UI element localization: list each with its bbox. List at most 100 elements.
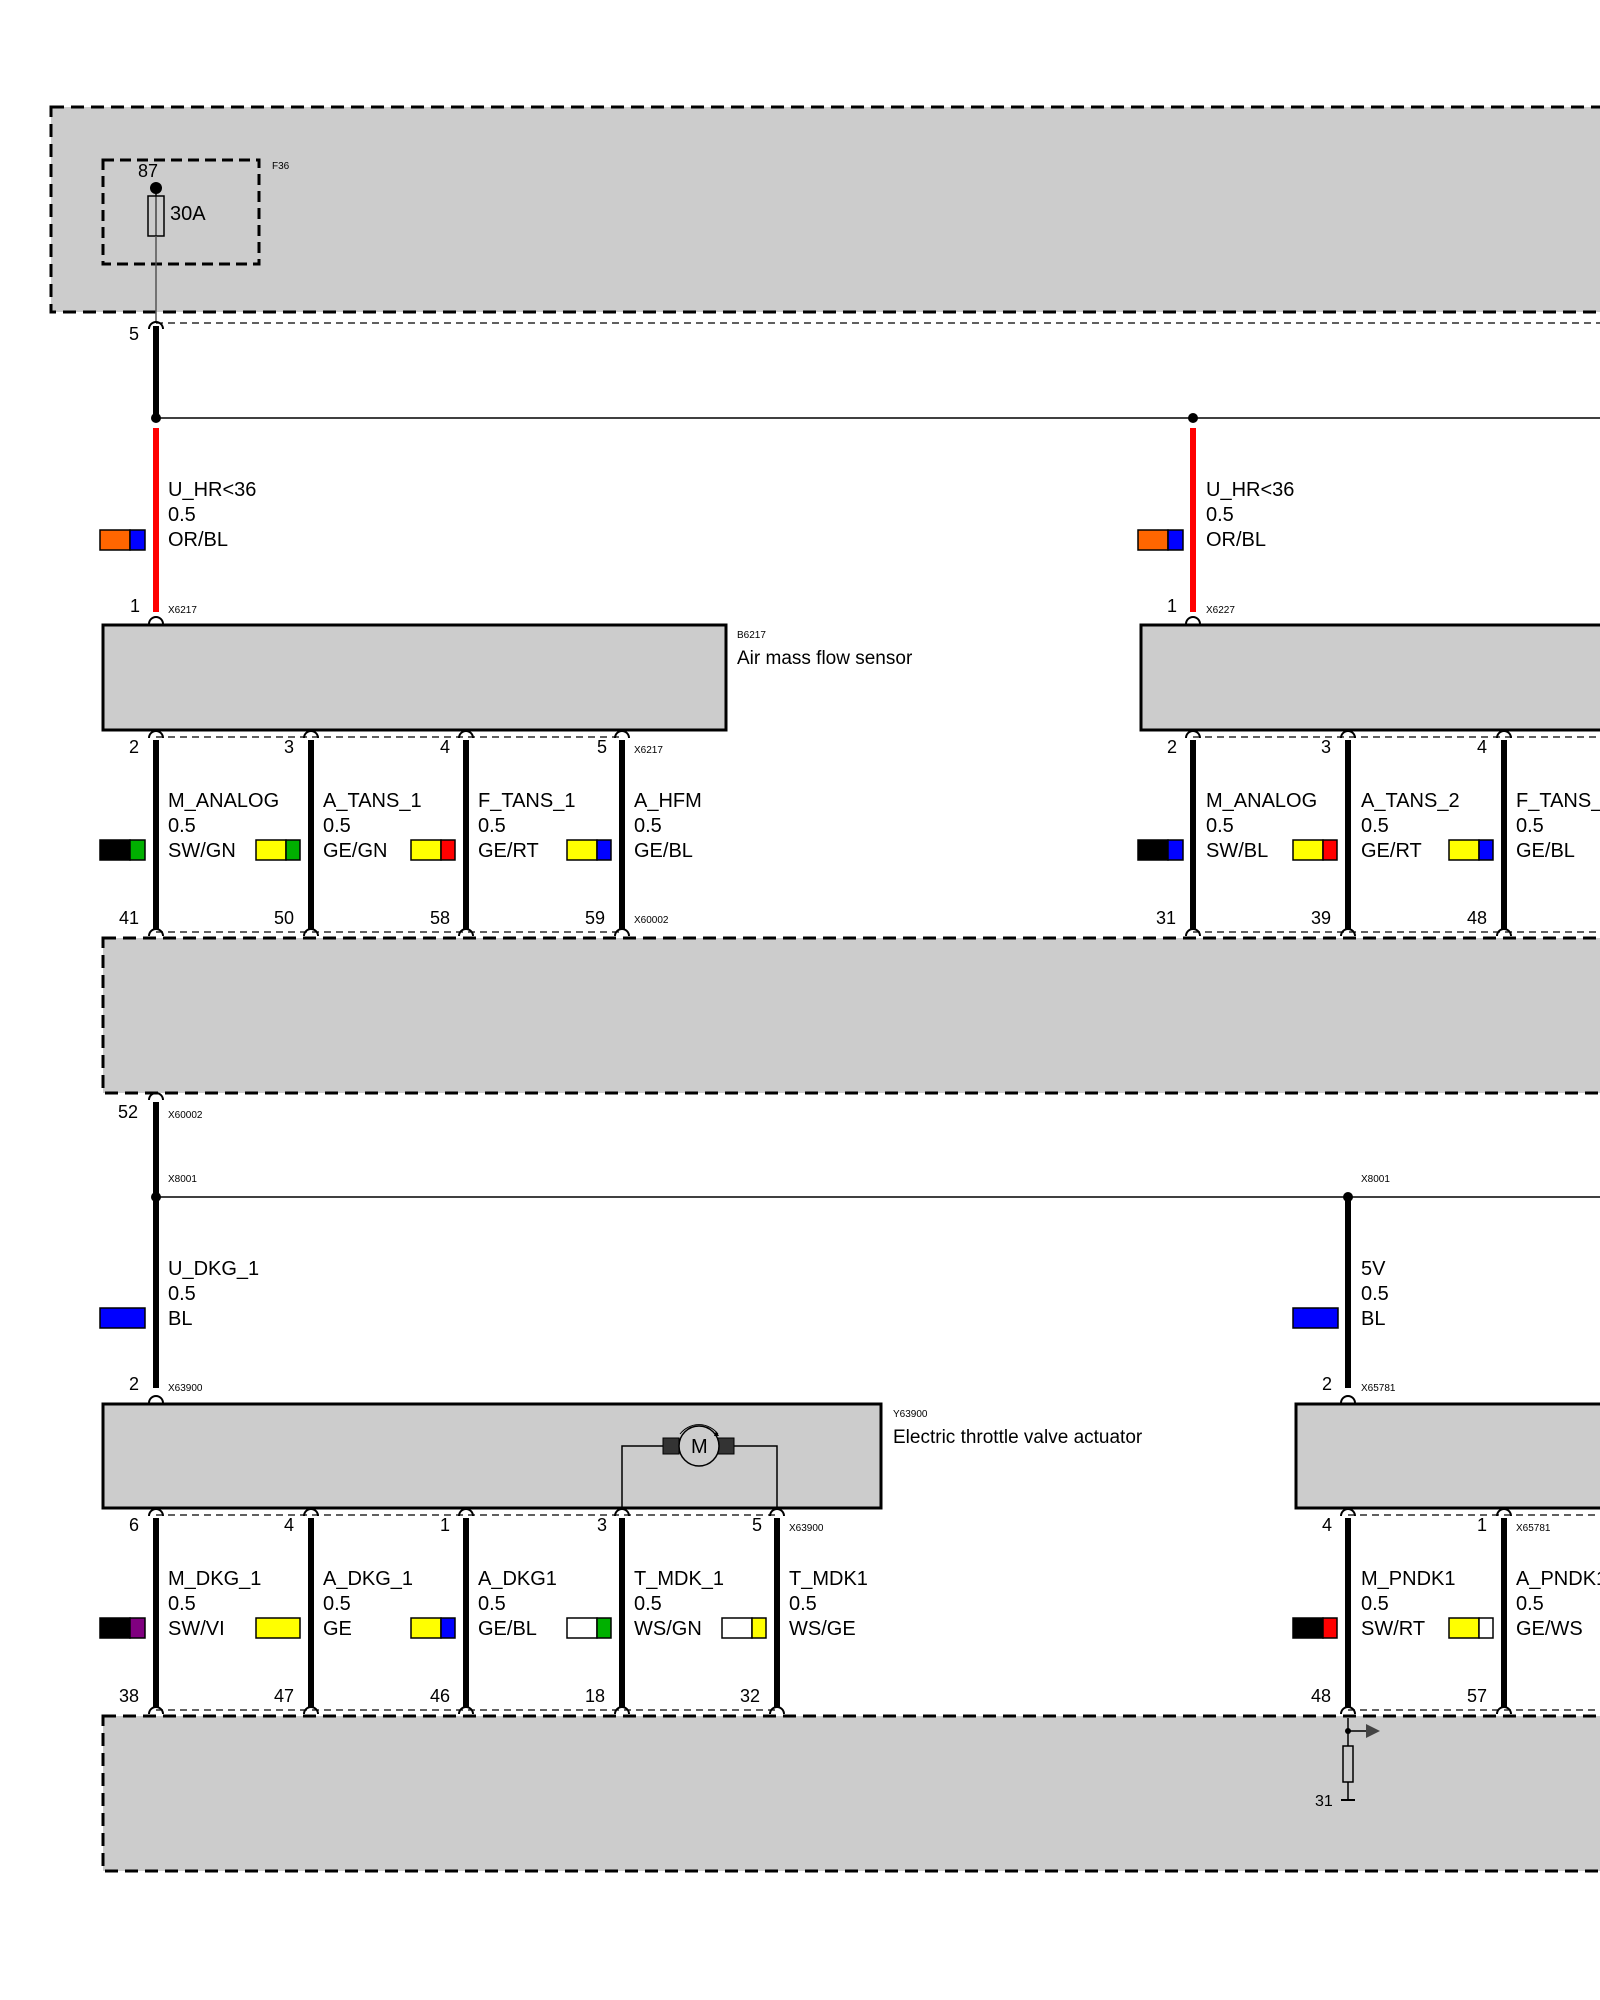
sensor1-top-pin: 1 — [130, 596, 140, 616]
svg-text:M_ANALOG: M_ANALOG — [168, 790, 279, 812]
sensor1-top-color: OR/BL — [168, 529, 228, 551]
pedal-sensor-body — [1294, 1402, 1600, 1510]
svg-text:A_DKG1: A_DKG1 — [478, 1568, 557, 1590]
sensor2-top-size: 0.5 — [1206, 504, 1234, 526]
svg-text:SW/VI: SW/VI — [168, 1618, 225, 1640]
svg-text:3: 3 — [1321, 737, 1331, 757]
splice-dot — [1188, 413, 1198, 423]
svg-text:0.5: 0.5 — [634, 815, 662, 837]
svg-text:6: 6 — [129, 1515, 139, 1535]
svg-text:SW/BL: SW/BL — [1206, 840, 1268, 862]
svg-text:46: 46 — [430, 1686, 450, 1706]
splice-label: X8001 — [168, 1174, 197, 1185]
actuator-top-pin: 2 — [129, 1374, 139, 1394]
actuator-bottom-connector: X63900 — [789, 1523, 824, 1534]
svg-text:A_TANS_2: A_TANS_2 — [1361, 790, 1460, 812]
sensor2-top-signal: U_HR<36 — [1206, 479, 1294, 501]
wire-sensor2-3: 4 F_TANS_ 0.5 GE/BL 48 — [1448, 730, 1600, 937]
supply-pin-label: 5 — [129, 324, 139, 344]
fuse-rating-label: 30A — [170, 203, 206, 225]
sensor2-top-connector: X6227 — [1206, 605, 1235, 616]
wire-sensor1-4: 5 A_HFM 0.5 GE/BL 59 — [566, 730, 702, 937]
svg-text:3: 3 — [597, 1515, 607, 1535]
wire-sensor2-1: 2 M_ANALOG 0.5 SW/BL 31 — [1137, 730, 1317, 937]
sensor1-top-signal: U_HR<36 — [168, 479, 256, 501]
svg-text:GE/WS: GE/WS — [1516, 1618, 1583, 1640]
svg-text:59: 59 — [585, 908, 605, 928]
wire-actuator-3: 1 A_DKG1 0.5 GE/BL 46 — [410, 1508, 557, 1715]
svg-text:GE/RT: GE/RT — [478, 840, 539, 862]
svg-text:WS/GE: WS/GE — [789, 1618, 856, 1640]
pedal-splice-label: X8001 — [1361, 1174, 1390, 1185]
svg-text:F_TANS_1: F_TANS_1 — [478, 790, 575, 812]
svg-text:4: 4 — [1322, 1515, 1332, 1535]
wire-sensor1-2: 3 A_TANS_1 0.5 GE/GN 50 — [255, 730, 422, 937]
wire-actuator-5: 5 T_MDK1 0.5 WS/GE 32 — [721, 1508, 868, 1715]
connector-arc — [148, 616, 164, 625]
wire-pedal-1: 4 M_PNDK1 0.5 SW/RT 48 — [1292, 1508, 1455, 1715]
pedal-top-size: 0.5 — [1361, 1283, 1389, 1305]
wire-sensor1-1: 2 M_ANALOG 0.5 SW/GN 41 — [99, 730, 279, 937]
svg-text:M_DKG_1: M_DKG_1 — [168, 1568, 261, 1590]
svg-text:48: 48 — [1311, 1686, 1331, 1706]
actuator-name: Electric throttle valve actuator — [893, 1427, 1143, 1448]
wire-color-swatch — [99, 1307, 146, 1329]
pedal-top-color: BL — [1361, 1308, 1385, 1330]
connector-arc — [148, 1395, 164, 1404]
svg-text:0.5: 0.5 — [323, 815, 351, 837]
svg-text:GE: GE — [323, 1618, 352, 1640]
ecu-module-lower — [101, 1714, 1600, 1873]
svg-text:2: 2 — [129, 737, 139, 757]
actuator-top-signal: U_DKG_1 — [168, 1258, 259, 1280]
svg-text:A_DKG_1: A_DKG_1 — [323, 1568, 413, 1590]
throttle-actuator-body — [101, 1402, 883, 1510]
sensor2-top-pin: 1 — [1167, 596, 1177, 616]
svg-text:GE/BL: GE/BL — [1516, 840, 1575, 862]
svg-text:3: 3 — [284, 737, 294, 757]
svg-text:48: 48 — [1467, 908, 1487, 928]
svg-text:A_HFM: A_HFM — [634, 790, 702, 812]
svg-text:0.5: 0.5 — [1361, 1593, 1389, 1615]
sensor1-top-connector: X6217 — [168, 605, 197, 616]
sensor1-ecu-connector: X60002 — [634, 915, 669, 926]
svg-text:0.5: 0.5 — [1516, 815, 1544, 837]
svg-text:31: 31 — [1156, 908, 1176, 928]
connector-arc — [148, 1092, 164, 1101]
pulldown-resistor-icon — [1341, 1718, 1380, 1801]
wire-actuator-4: 3 T_MDK_1 0.5 WS/GN 18 — [566, 1508, 724, 1715]
wire-color-swatch — [99, 529, 146, 551]
svg-text:47: 47 — [274, 1686, 294, 1706]
wire-color-swatch — [1292, 1307, 1339, 1329]
svg-text:4: 4 — [440, 737, 450, 757]
svg-text:38: 38 — [119, 1686, 139, 1706]
svg-text:32: 32 — [740, 1686, 760, 1706]
ecu-out-pin: 52 — [118, 1102, 138, 1122]
connector-arc — [148, 321, 164, 330]
actuator-top-connector: X63900 — [168, 1383, 203, 1394]
svg-text:GE/GN: GE/GN — [323, 840, 387, 862]
svg-text:57: 57 — [1467, 1686, 1487, 1706]
fuse-id-label: F36 — [272, 161, 290, 172]
svg-text:T_MDK1: T_MDK1 — [789, 1568, 868, 1590]
svg-text:0.5: 0.5 — [323, 1593, 351, 1615]
svg-text:2: 2 — [1167, 737, 1177, 757]
wire-sensor1-3: 4 F_TANS_1 0.5 GE/RT 58 — [410, 730, 575, 937]
fuse-housing — [101, 158, 261, 266]
svg-text:58: 58 — [430, 908, 450, 928]
wire-sensor2-2: 3 A_TANS_2 0.5 GE/RT 39 — [1292, 730, 1460, 937]
svg-text:A_PNDK1: A_PNDK1 — [1516, 1568, 1600, 1590]
wire-actuator-2: 4 A_DKG_1 0.5 GE 47 — [255, 1508, 413, 1715]
svg-text:5: 5 — [752, 1515, 762, 1535]
svg-text:0.5: 0.5 — [168, 1593, 196, 1615]
svg-text:SW/GN: SW/GN — [168, 840, 236, 862]
sensor1-name: Air mass flow sensor — [737, 648, 913, 669]
svg-text:0.5: 0.5 — [1206, 815, 1234, 837]
pedal-top-pin: 2 — [1322, 1374, 1332, 1394]
actuator-top-size: 0.5 — [168, 1283, 196, 1305]
svg-text:0.5: 0.5 — [1516, 1593, 1544, 1615]
pedal-bottom-connector: X65781 — [1516, 1523, 1551, 1534]
svg-text:GE/BL: GE/BL — [634, 840, 693, 862]
svg-text:0.5: 0.5 — [168, 815, 196, 837]
sensor1-top-size: 0.5 — [168, 504, 196, 526]
